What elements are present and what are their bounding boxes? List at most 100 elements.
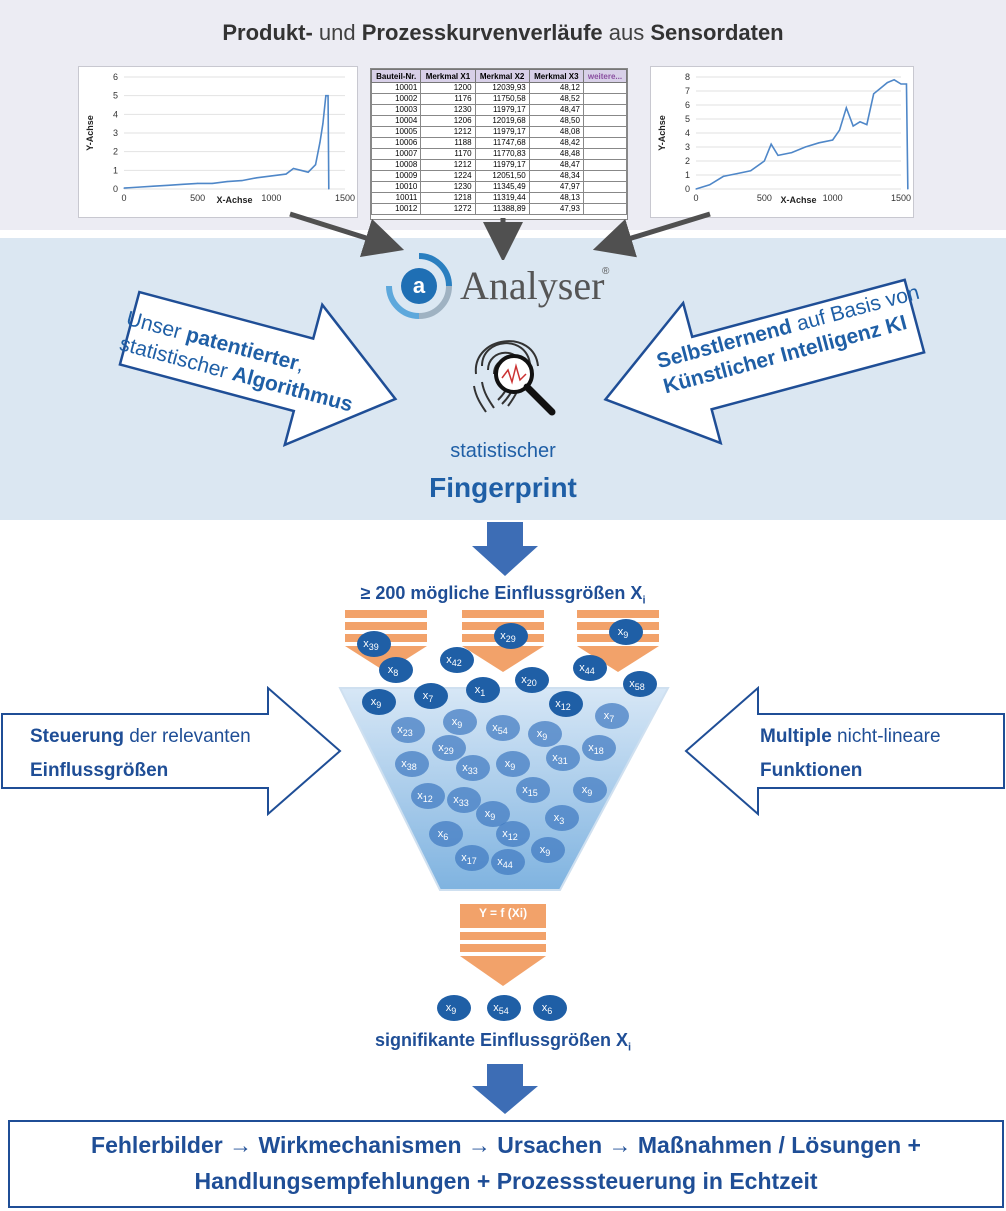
svg-text:x44: x44 — [579, 662, 595, 676]
table-cell: 10010 — [370, 181, 422, 193]
variable-ball-x44: x44 — [491, 849, 525, 875]
svg-text:x9: x9 — [618, 626, 629, 640]
variable-ball-x9: x9 — [531, 837, 565, 863]
table-cell — [582, 203, 628, 215]
table-cell: 11345,49 — [474, 181, 530, 193]
down-arrow-2 — [472, 1064, 538, 1114]
y-tick-label: 7 — [685, 86, 690, 96]
y-tick-label: 5 — [685, 114, 690, 124]
y-tick-label: 4 — [113, 109, 118, 119]
data-point — [893, 79, 895, 81]
table-cell: 1212 — [420, 159, 476, 171]
x-tick-label: 1000 — [823, 193, 843, 203]
svg-text:x20: x20 — [521, 674, 537, 688]
table-cell: 10012 — [370, 203, 422, 215]
y-tick-label: 4 — [685, 128, 690, 138]
data-point — [256, 177, 258, 179]
variable-ball-x20: x20 — [515, 667, 549, 693]
y-tick-label: 2 — [685, 156, 690, 166]
svg-text:x9: x9 — [446, 1002, 457, 1016]
table-cell: 12019,68 — [474, 115, 530, 127]
x-tick-label: 0 — [121, 193, 126, 203]
data-point — [905, 83, 908, 85]
variable-ball-x8: x8 — [379, 657, 413, 683]
y-tick-label: 2 — [113, 147, 118, 157]
variable-ball-x54: x54 — [487, 995, 521, 1021]
series-line — [123, 94, 330, 190]
x-tick-label: 0 — [693, 193, 698, 203]
x-tick-label: 500 — [757, 193, 772, 203]
svg-text:x38: x38 — [401, 758, 417, 772]
svg-text:x9: x9 — [505, 758, 516, 772]
table-cell: 48,47 — [528, 159, 584, 171]
variable-ball-x6: x6 — [533, 995, 567, 1021]
table-cell: 10007 — [370, 148, 422, 160]
table-cell — [582, 115, 628, 127]
table-cell: 11770,83 — [474, 148, 530, 160]
page-title: Produkt- und Prozesskurvenverläufe aus S… — [222, 20, 784, 45]
svg-text:x44: x44 — [497, 856, 513, 870]
data-point — [322, 123, 324, 125]
table-cell: 1206 — [420, 115, 476, 127]
data-point — [152, 185, 155, 187]
data-point — [750, 170, 752, 172]
data-point — [300, 169, 302, 171]
data-point — [270, 175, 272, 177]
svg-text:x58: x58 — [629, 678, 645, 692]
table-cell: 10002 — [370, 93, 422, 105]
variable-ball-x44: x44 — [573, 655, 607, 681]
y-tick-label: 3 — [113, 128, 118, 138]
variable-ball-x17: x17 — [455, 845, 489, 871]
svg-text:x6: x6 — [438, 828, 449, 842]
fingerprint-label-statistischer: statistischer — [450, 440, 556, 462]
influence-factors-title: ≥ 200 mögliche Einflussgrößen Xi — [360, 583, 646, 607]
variable-ball-x15: x15 — [516, 777, 550, 803]
y-tick-label: 6 — [113, 72, 118, 82]
fingerprint-label-title: Fingerprint — [429, 472, 577, 503]
fingerprint-magnifier-icon — [473, 340, 556, 416]
significant-balls: x9 x54 x6 — [437, 995, 567, 1021]
svg-text:x9: x9 — [582, 784, 593, 798]
data-point — [886, 82, 888, 84]
data-point — [818, 142, 820, 144]
data-point — [873, 93, 875, 95]
svg-text:x29: x29 — [438, 742, 454, 756]
table-cell: 1170 — [420, 148, 476, 160]
svg-text:x1: x1 — [475, 684, 486, 698]
table-cell — [582, 181, 628, 193]
data-point — [791, 152, 793, 154]
top-connector-arrows — [289, 211, 711, 260]
table-cell: 48,42 — [528, 137, 584, 149]
data-point — [197, 182, 199, 184]
variable-ball-x42: x42 — [440, 647, 474, 673]
down-arrow-1 — [472, 522, 538, 576]
table-cell: 1272 — [420, 203, 476, 215]
data-point — [722, 175, 724, 177]
svg-text:x33: x33 — [462, 762, 478, 776]
x-tick-label: 1500 — [891, 193, 911, 203]
svg-text:x12: x12 — [555, 698, 571, 712]
data-point — [241, 180, 243, 182]
data-point — [907, 188, 909, 190]
variable-ball-x12: x12 — [411, 783, 445, 809]
table-cell: 12039,93 — [474, 82, 530, 94]
data-point — [804, 146, 806, 148]
svg-text:a: a — [413, 273, 426, 298]
svg-text:x33: x33 — [453, 794, 469, 808]
y-tick-label: 6 — [685, 100, 690, 110]
variable-ball-x9: x9 — [362, 689, 396, 715]
variable-ball-x9: x9 — [528, 721, 562, 747]
variable-ball-x33: x33 — [456, 755, 490, 781]
svg-text:x3: x3 — [554, 812, 565, 826]
data-point — [292, 167, 295, 170]
table-cell: 1224 — [420, 170, 476, 182]
